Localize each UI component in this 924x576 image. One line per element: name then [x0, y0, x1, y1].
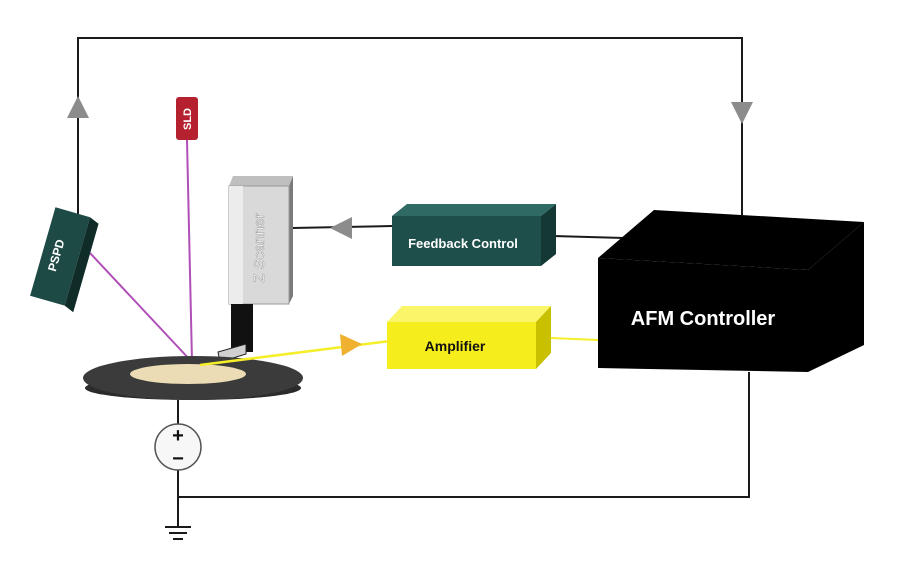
z-scanner-label: Z Scanner [251, 213, 268, 282]
feedback-control-label: Feedback Control [408, 236, 518, 251]
reflected-beam [89, 252, 193, 363]
minus-label: − [172, 448, 184, 470]
z-scanner: Z Scanner [217, 176, 293, 363]
afm-controller-box: AFM Controller [598, 210, 864, 372]
amplifier-label: Amplifier [425, 338, 486, 354]
down-arrow-icon [731, 102, 753, 124]
bias-source: + − [154, 423, 202, 471]
sample-surface [130, 364, 246, 384]
amplifier-to-controller-line [550, 337, 599, 341]
laser-beam [186, 139, 193, 363]
feedback-control-box: Feedback Control [392, 204, 556, 266]
top-loop-wire [77, 37, 743, 218]
feedback-to-controller-wire [552, 235, 625, 239]
sld-label: SLD [182, 108, 194, 130]
plus-label: + [172, 425, 184, 447]
signal-arrow-icon [340, 334, 362, 356]
bottom-loop-wire [177, 372, 750, 498]
amplifier-box: Amplifier [387, 306, 551, 369]
sample-stage [83, 356, 303, 400]
up-arrow-icon [67, 96, 89, 118]
sld-source: SLD [176, 97, 198, 140]
ground-icon [165, 526, 191, 540]
left-arrow-icon [330, 217, 352, 239]
pspd-detector: PSPD [30, 207, 99, 313]
afm-controller-label: AFM Controller [631, 308, 776, 330]
